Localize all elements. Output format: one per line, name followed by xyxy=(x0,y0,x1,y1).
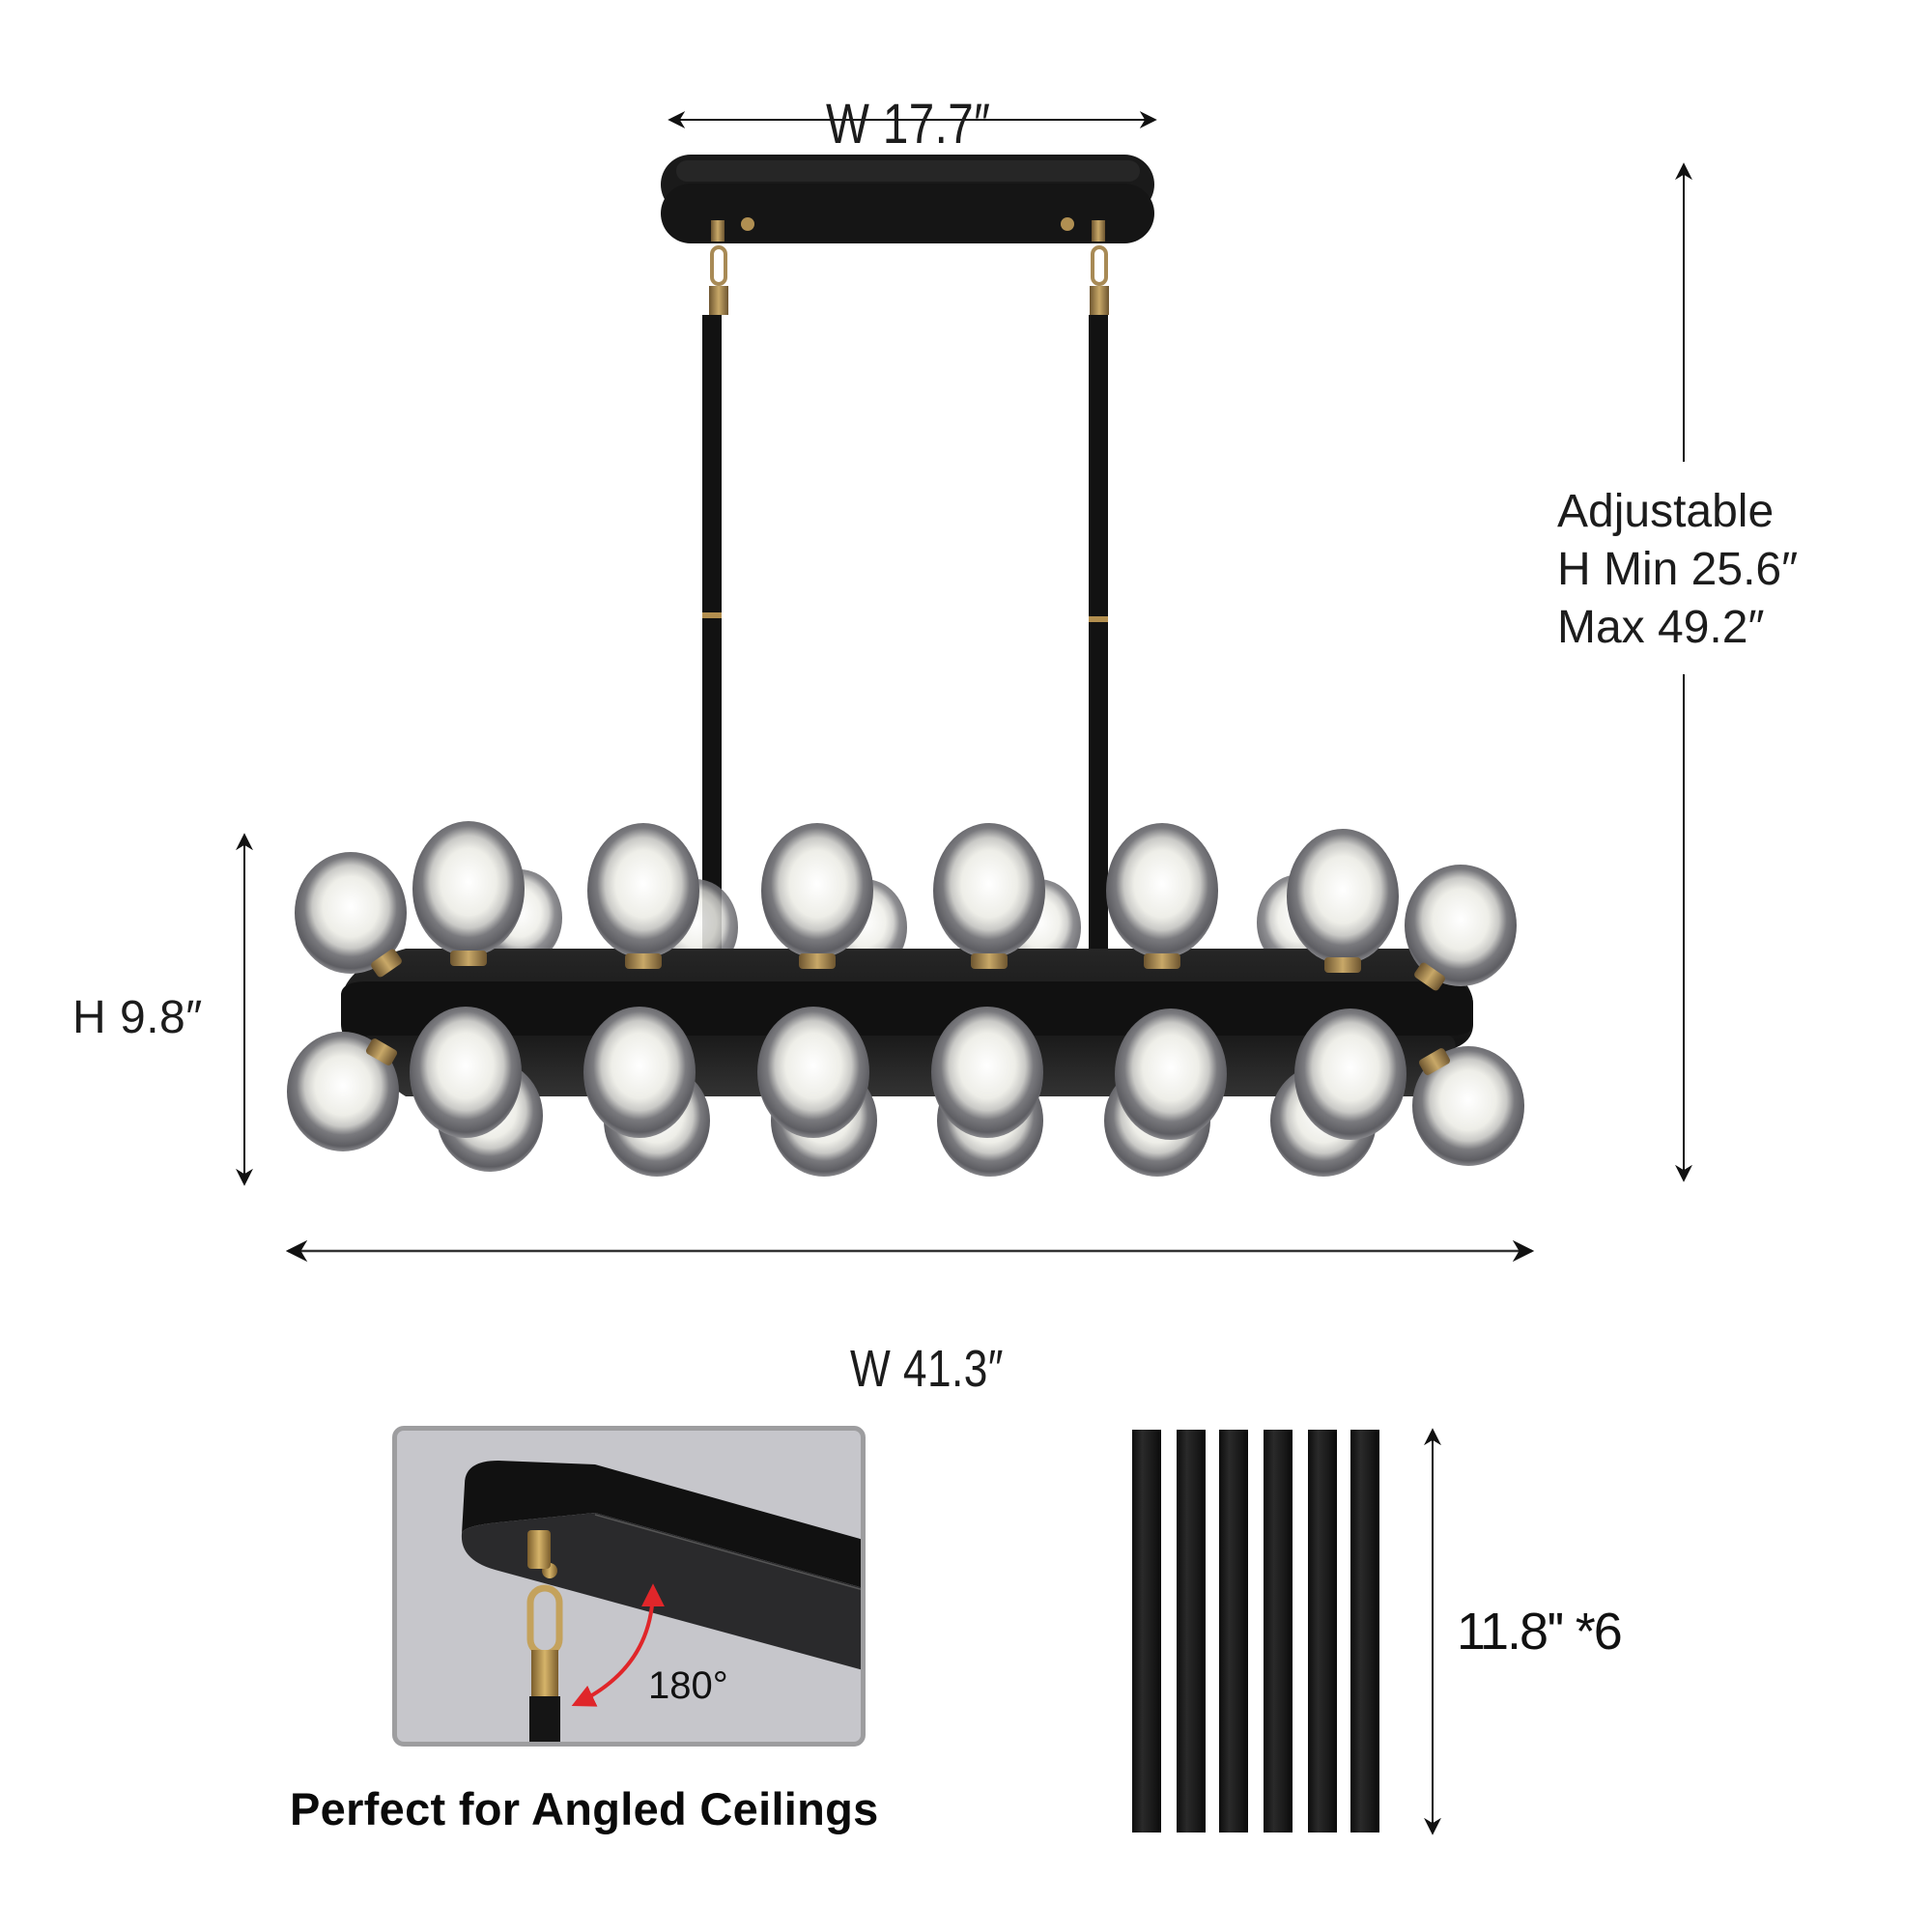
adjustable-line-3: Max 49.2″ xyxy=(1557,602,1765,653)
angled-ceiling-inset: 180° xyxy=(392,1426,866,1747)
fixture-width-label: W 41.3″ xyxy=(850,1340,1004,1398)
extension-rod xyxy=(1219,1430,1248,1833)
extension-rod xyxy=(1132,1430,1161,1833)
suspension-rod-right xyxy=(1089,220,1109,952)
adjustable-height-label: Adjustable H Min 25.6″ Max 49.2″ xyxy=(1557,483,1798,657)
globe-row-bottom-front xyxy=(287,1007,1524,1166)
adjustable-line-1: Adjustable xyxy=(1557,486,1775,537)
adjustable-line-2: H Min 25.6″ xyxy=(1557,544,1799,595)
extension-rod xyxy=(1264,1430,1293,1833)
suspension-rod-left xyxy=(702,220,728,952)
angled-canopy-photo xyxy=(461,1461,861,1742)
rod-length-label: 11.8'' *6 xyxy=(1457,1603,1623,1661)
angle-180-label: 180° xyxy=(648,1664,728,1707)
ceiling-canopy xyxy=(661,155,1154,243)
fixture-height-label: H 9.8″ xyxy=(72,992,203,1043)
globe-row-top-front xyxy=(295,821,1517,991)
extension-rod xyxy=(1350,1430,1379,1833)
angled-ceilings-caption: Perfect for Angled Ceilings xyxy=(290,1783,879,1834)
canopy-width-label: W 17.7″ xyxy=(826,93,991,156)
extension-rod xyxy=(1177,1430,1206,1833)
extension-rod xyxy=(1308,1430,1337,1833)
